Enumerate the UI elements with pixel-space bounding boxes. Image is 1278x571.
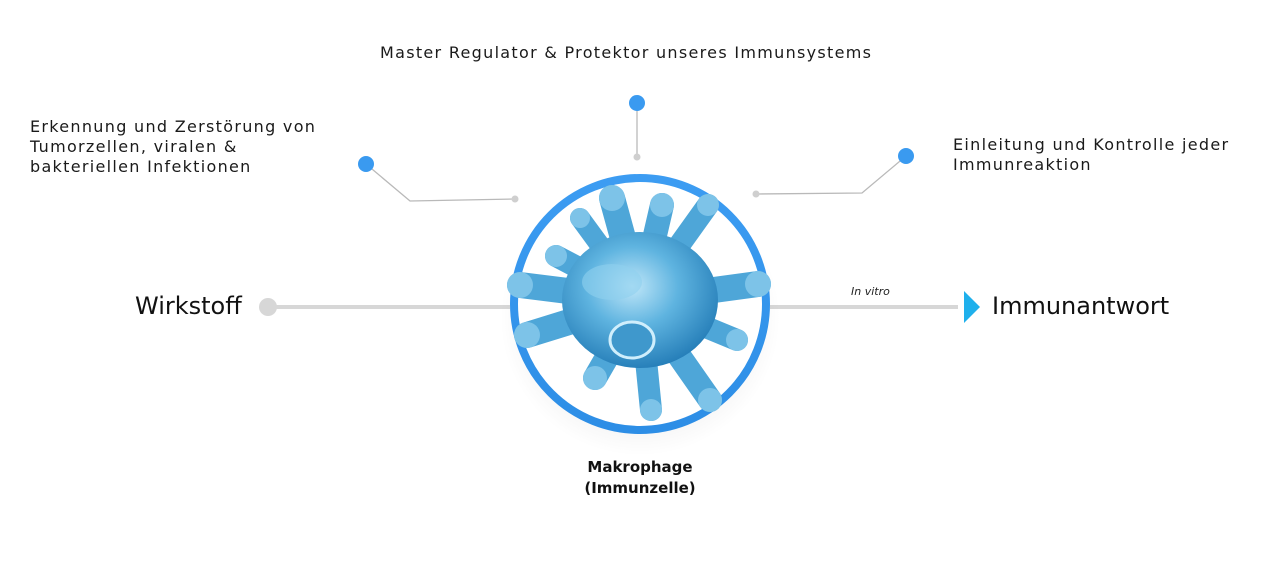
input-node (259, 298, 277, 316)
cell-caption-line: (Immunzelle) (584, 479, 696, 497)
connector-left-end (511, 195, 519, 203)
annotation-top: Master Regulator & Protektor unseres Imm… (380, 43, 873, 62)
annotation-left-line: bakteriellen Infektionen (30, 157, 252, 176)
connector-right-end (752, 190, 760, 198)
process-note: In vitro (851, 285, 890, 298)
annotation-right-line: Immunreaktion (953, 155, 1092, 174)
cell-caption: Makrophage (Immunzelle) (540, 457, 740, 499)
connector-left (365, 163, 516, 202)
connector-top-end (633, 153, 641, 161)
output-label: Immunantwort (992, 292, 1170, 320)
annotation-left-line: Erkennung und Zerstörung von (30, 117, 317, 136)
connector-right (755, 155, 907, 195)
annotation-right-line: Einleitung und Kontrolle jeder (953, 135, 1230, 154)
annotation-dot-top (629, 95, 645, 111)
annotation-dot-left (358, 156, 374, 172)
annotation-dot-right (898, 148, 914, 164)
output-arrow-icon (964, 291, 980, 323)
annotation-right: Einleitung und Kontrolle jeder Immunreak… (953, 135, 1229, 175)
input-label: Wirkstoff (135, 292, 242, 320)
macrophage-illustration (507, 185, 771, 421)
cell-caption-line: Makrophage (587, 458, 693, 476)
annotation-left-line: Tumorzellen, viralen & (30, 137, 238, 156)
annotation-left: Erkennung und Zerstörung von Tumorzellen… (30, 117, 316, 177)
